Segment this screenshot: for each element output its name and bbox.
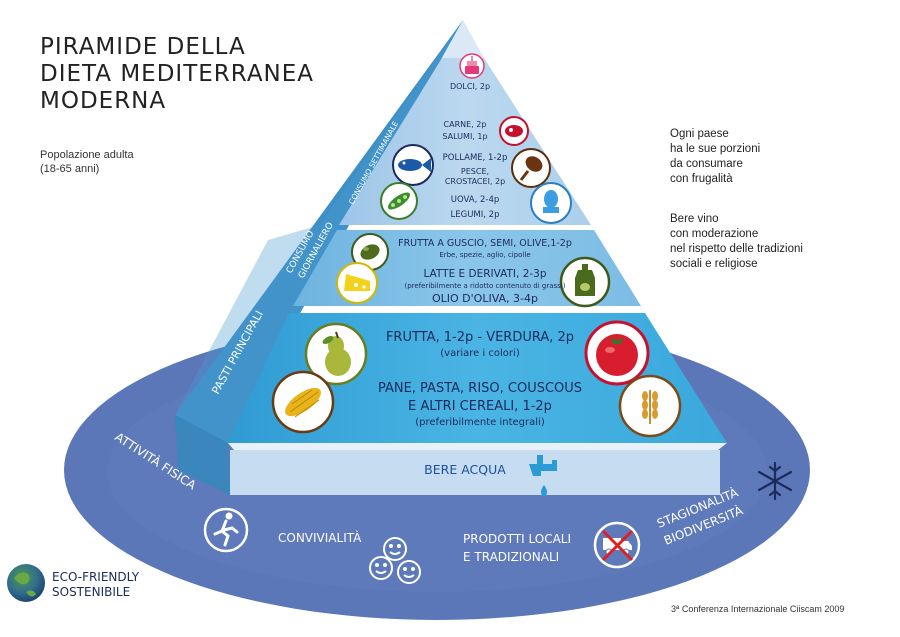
meat-icon: [499, 116, 529, 146]
meat-label: CARNE, 2p: [443, 120, 487, 129]
smiley-faces-icon: [369, 537, 421, 584]
fish-icon: [392, 144, 434, 186]
eco-label: ECO-FRIENDLY SOSTENIBILE: [52, 570, 139, 600]
pear-icon: [304, 322, 368, 386]
fish-label-1: PESCE,: [460, 167, 490, 176]
portions-note: Ogni paese ha le sue porzioni da consuma…: [670, 127, 760, 187]
herbs-label: Erbe, spezie, aglio, cipolle: [439, 251, 531, 259]
oil-bottle-icon: [559, 256, 611, 308]
eco-line-2: SOSTENIBILE: [52, 585, 131, 599]
egg-icon: [530, 182, 572, 224]
population-line-1: Popolazione adulta: [40, 149, 134, 161]
eggs-label: UOVA, 2-4p: [450, 195, 500, 205]
cereals-group: PANE, PASTA, RISO, COUSCOUS E ALTRI CERE…: [345, 380, 615, 416]
local-products-label-2: E TRADIZIONALI: [463, 550, 559, 564]
population-line-2: (18-65 anni): [40, 163, 100, 175]
local-products-label-1: PRODOTTI LOCALI: [463, 532, 571, 546]
portions-line-3: da consumare: [670, 158, 743, 170]
wine-line-4: sociali e religiose: [670, 258, 758, 270]
cheese-icon: [336, 262, 378, 304]
peas-icon: [380, 182, 418, 220]
water-label: BERE ACQUA: [424, 462, 506, 477]
meat-group: CARNE, 2p SALUMI, 1p: [420, 119, 510, 143]
fish-label-2: CROSTACEI, 2p: [444, 177, 506, 186]
portions-line-2: ha le sue porzioni: [670, 143, 761, 155]
cured-meat-label: SALUMI, 1p: [442, 132, 488, 141]
drumstick-icon: [511, 148, 551, 188]
water-tap-icon: [529, 455, 557, 497]
runner-icon: [203, 507, 249, 553]
oil-label: OLIO D'OLIVA, 3-4p: [432, 292, 538, 305]
earth-globe-icon: [7, 564, 45, 602]
cereals-label-1: PANE, PASTA, RISO, COUSCOUS: [377, 381, 583, 396]
cake-icon: [459, 53, 485, 79]
fish-group: PESCE, CROSTACEI, 2p: [430, 167, 520, 187]
wheat-icon: [618, 374, 682, 438]
wholegrain-label: (preferibilmente integrali): [415, 417, 545, 428]
title-line-2: DIETA MEDITERRANEA: [40, 61, 315, 87]
dairy-note-label: (preferibilmente a ridotto contenuto di …: [404, 282, 566, 290]
water-band-top: [228, 443, 727, 450]
water-band: [230, 450, 720, 495]
tomato-icon: [584, 320, 650, 386]
colors-label: (variare i colori): [440, 348, 520, 359]
fruit-veg-label: FRUTTA, 1-2p - VERDURA, 2p: [385, 330, 575, 345]
wine-line-1: Bere vino: [670, 213, 719, 225]
poultry-label: POLLAME, 1-2p: [442, 153, 508, 163]
eco-line-1: ECO-FRIENDLY: [52, 570, 140, 584]
legumes-label: LEGUMI, 2p: [450, 210, 500, 220]
page-title: PIRAMIDE DELLA DIETA MEDITERRANEA MODERN…: [40, 34, 314, 115]
water-band-side: [175, 415, 230, 495]
sweets-label: DOLCI, 2p: [449, 82, 491, 91]
wine-note: Bere vino con moderazione nel rispetto d…: [670, 212, 803, 272]
population-label: Popolazione adulta (18-65 anni): [40, 148, 134, 176]
cereals-label-2: E ALTRI CEREALI, 1-2p: [408, 399, 552, 414]
dairy-label: LATTE E DERIVATI, 2-3p: [423, 268, 547, 280]
pyramid-side-face-light: [175, 20, 463, 443]
portions-line-4: con frugalità: [670, 173, 733, 185]
no-truck-icon: [593, 521, 641, 569]
title-line-1: PIRAMIDE DELLA: [40, 34, 246, 60]
corn-icon: [271, 370, 335, 434]
pyramid-side-face: [175, 20, 463, 443]
footer-credit: 3ª Conferenza Internazionale Ciiscam 200…: [671, 604, 845, 614]
portions-line-1: Ogni paese: [670, 128, 729, 140]
title-line-3: MODERNA: [40, 88, 167, 114]
wine-line-2: con moderazione: [670, 228, 759, 240]
snowflake-icon: [757, 461, 793, 501]
nuts-label: FRUTTA A GUSCIO, SEMI, OLIVE,1-2p: [398, 238, 572, 249]
wine-line-3: nel rispetto delle tradizioni: [670, 243, 803, 255]
conviviality-label: CONVIVIALITÀ: [278, 530, 362, 545]
tier-apex: [442, 20, 484, 58]
